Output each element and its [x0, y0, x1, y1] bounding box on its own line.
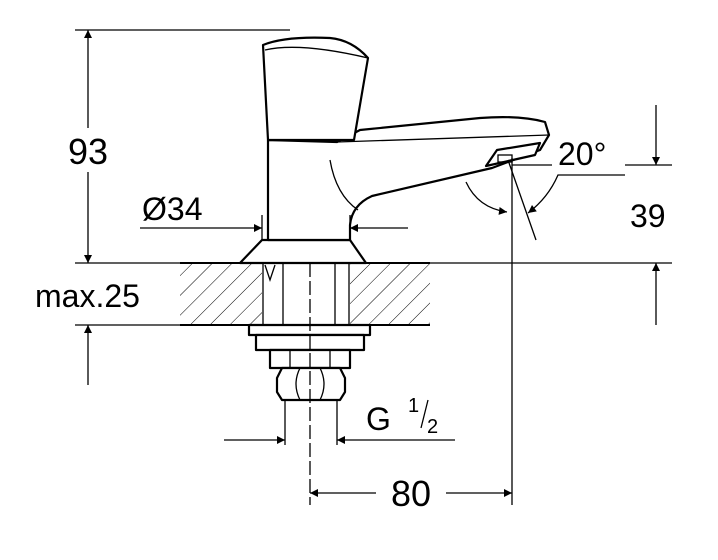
thread-label: G [366, 401, 391, 437]
thread-dimension: G 1 2 [224, 395, 455, 444]
diameter-dimension: Ø34 [140, 191, 408, 240]
mounting-shaft [262, 263, 350, 325]
height-dimension: 93 [60, 29, 290, 264]
projection-label: 80 [391, 473, 431, 514]
faucet-handle [261, 36, 370, 142]
countertop-section [180, 262, 430, 326]
countertop-label: max.25 [35, 278, 140, 314]
projection-dimension: 80 [310, 473, 512, 514]
countertop-dimension: max.25 [35, 278, 180, 385]
height-label: 93 [68, 131, 108, 172]
faucet-body [238, 116, 551, 265]
spout-height-label: 39 [630, 198, 666, 234]
thread-fraction-denominator: 2 [427, 416, 438, 438]
spout-height-dimension: 39 [625, 105, 672, 325]
angle-dimension: 20° [465, 136, 625, 505]
diameter-label: Ø34 [142, 191, 202, 227]
thread-fraction-numerator: 1 [408, 395, 419, 417]
angle-label: 20° [558, 136, 606, 172]
